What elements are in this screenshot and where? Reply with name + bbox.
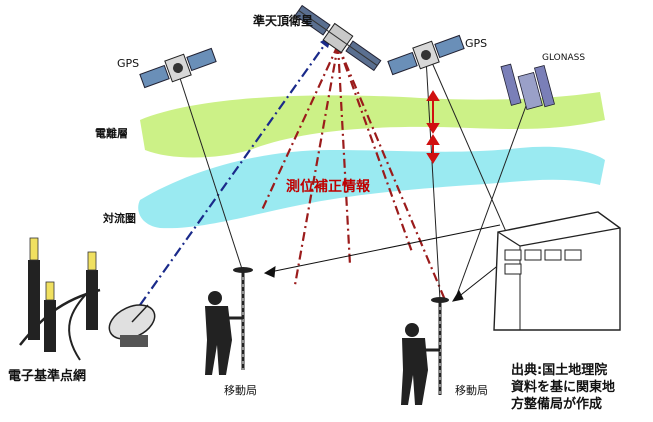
rover-left-figure — [205, 267, 253, 375]
ionosphere-label: 電離層 — [95, 127, 128, 140]
troposphere-band — [138, 146, 605, 229]
correction-beams — [261, 44, 447, 301]
delay-arrows — [426, 90, 440, 164]
glonass-label: GLONASS — [542, 53, 586, 63]
reference-to-qzss-link — [139, 39, 329, 306]
glonass-satellite-icon — [500, 63, 555, 110]
troposphere-label: 対流圏 — [103, 212, 136, 225]
source-note-line-2: 資料を基に関東地 — [511, 380, 616, 395]
source-note-line-1: 出典:国土地理院 — [511, 363, 608, 378]
reference-station-pillars — [19, 237, 101, 361]
reference-network-label: 電子基準点網 — [8, 369, 87, 384]
source-note: 出典:国土地理院 資料を基に関東地 方整備局が作成 — [511, 362, 615, 413]
gps-right-label: GPS — [465, 37, 488, 50]
source-note-line-3: 方整備局が作成 — [511, 397, 603, 412]
parabolic-antenna-icon — [108, 304, 156, 347]
qzss-label: 準天頂衛星 — [253, 14, 314, 28]
rover-left-label: 移動局 — [224, 384, 257, 397]
gps-satellite-right-icon — [387, 34, 465, 76]
rover-right-label: 移動局 — [455, 384, 488, 397]
control-center-building — [493, 211, 621, 331]
correction-info-label: 測位補正情報 — [286, 179, 370, 195]
rover-right-figure — [401, 297, 449, 405]
gps-satellite-left-icon — [139, 47, 217, 89]
gps-left-label: GPS — [117, 57, 140, 70]
qzss-satellite-icon — [294, 4, 382, 72]
